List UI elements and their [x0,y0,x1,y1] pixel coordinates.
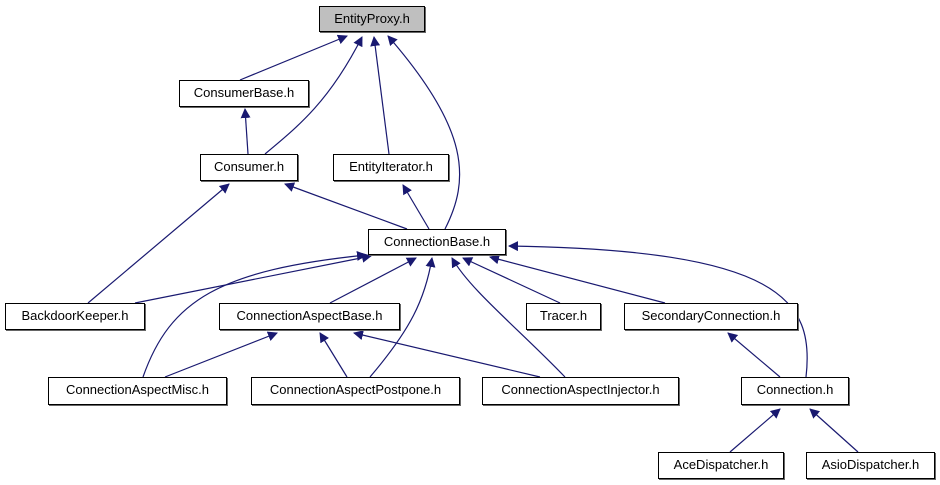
edge-connectionbase-to-consumer [284,182,408,230]
edge-backdoorkeeper-to-connectionbase [134,252,372,304]
edge-connectionaspectmisc-to-connectionbase [142,250,367,378]
node-entityproxy[interactable]: EntityProxy.h [319,6,425,32]
edge-connectionbase-to-entityiterator [402,184,430,230]
node-connection[interactable]: Connection.h [741,377,849,405]
node-tracer[interactable]: Tracer.h [526,303,601,330]
node-connectionaspectmisc[interactable]: ConnectionAspectMisc.h [48,377,227,405]
edge-connection-to-connectionbase [508,241,808,378]
node-secondaryconnection[interactable]: SecondaryConnection.h [624,303,798,330]
edge-connectionbase-to-entityproxy [387,35,461,230]
node-entityiterator[interactable]: EntityIterator.h [333,154,449,181]
node-backdoorkeeper[interactable]: BackdoorKeeper.h [5,303,145,330]
edge-acedispatcher-to-connection [729,408,781,453]
edge-connectionaspectpostpone-to-connectionaspectbase [319,332,348,378]
node-consumer[interactable]: Consumer.h [200,154,298,181]
edge-asiodispatcher-to-connection [809,408,859,453]
node-connectionaspectinjector[interactable]: ConnectionAspectInjector.h [482,377,679,405]
node-consumerbase[interactable]: ConsumerBase.h [179,80,309,107]
edge-consumer-to-consumerbase [240,108,251,155]
edge-connectionaspectmisc-to-connectionaspectbase [164,331,278,378]
node-connectionaspectpostpone[interactable]: ConnectionAspectPostpone.h [251,377,460,405]
edge-consumerbase-to-entityproxy [239,34,348,81]
edge-connectionaspectinjector-to-connectionaspectbase [353,330,541,378]
edge-secondaryconnection-to-connectionbase [489,254,666,304]
edge-connectionaspectpostpone-to-connectionbase [369,257,436,378]
node-acedispatcher[interactable]: AceDispatcher.h [658,452,784,479]
edge-entityiterator-to-entityproxy [370,36,390,155]
edge-connectionaspectbase-to-connectionbase [329,257,417,304]
edge-backdoorkeeper-to-consumer [87,183,230,304]
node-connectionaspectbase[interactable]: ConnectionAspectBase.h [219,303,400,330]
node-asiodispatcher[interactable]: AsioDispatcher.h [806,452,935,479]
edge-connectionaspectinjector-to-connectionbase [451,257,566,378]
edge-consumer-to-entityproxy [264,36,363,155]
edge-connection-to-secondaryconnection [727,332,781,378]
node-connectionbase[interactable]: ConnectionBase.h [368,229,506,255]
edge-tracer-to-connectionbase [462,257,561,304]
